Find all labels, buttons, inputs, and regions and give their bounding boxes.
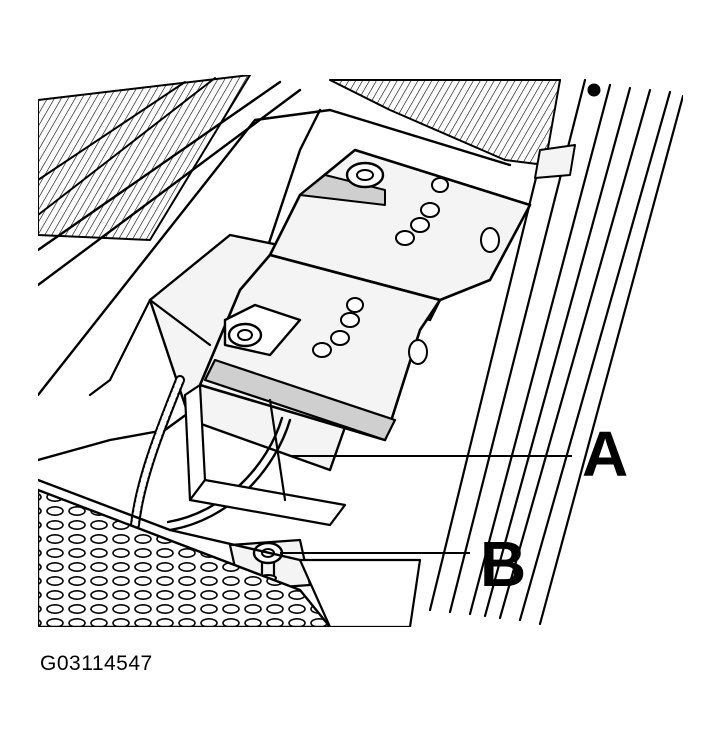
callout-label-a: A xyxy=(582,418,629,490)
battery-icon xyxy=(198,253,442,442)
figure-id: G03114547 xyxy=(40,652,153,675)
battery-terminal-icon xyxy=(395,177,500,253)
top-textured-area xyxy=(329,79,601,179)
mounting-bracket xyxy=(183,383,347,527)
bottom-right-panel xyxy=(298,558,422,627)
vent-panel-top xyxy=(38,75,251,241)
braided-cable xyxy=(130,375,185,530)
callout-label-b: B xyxy=(480,528,527,600)
